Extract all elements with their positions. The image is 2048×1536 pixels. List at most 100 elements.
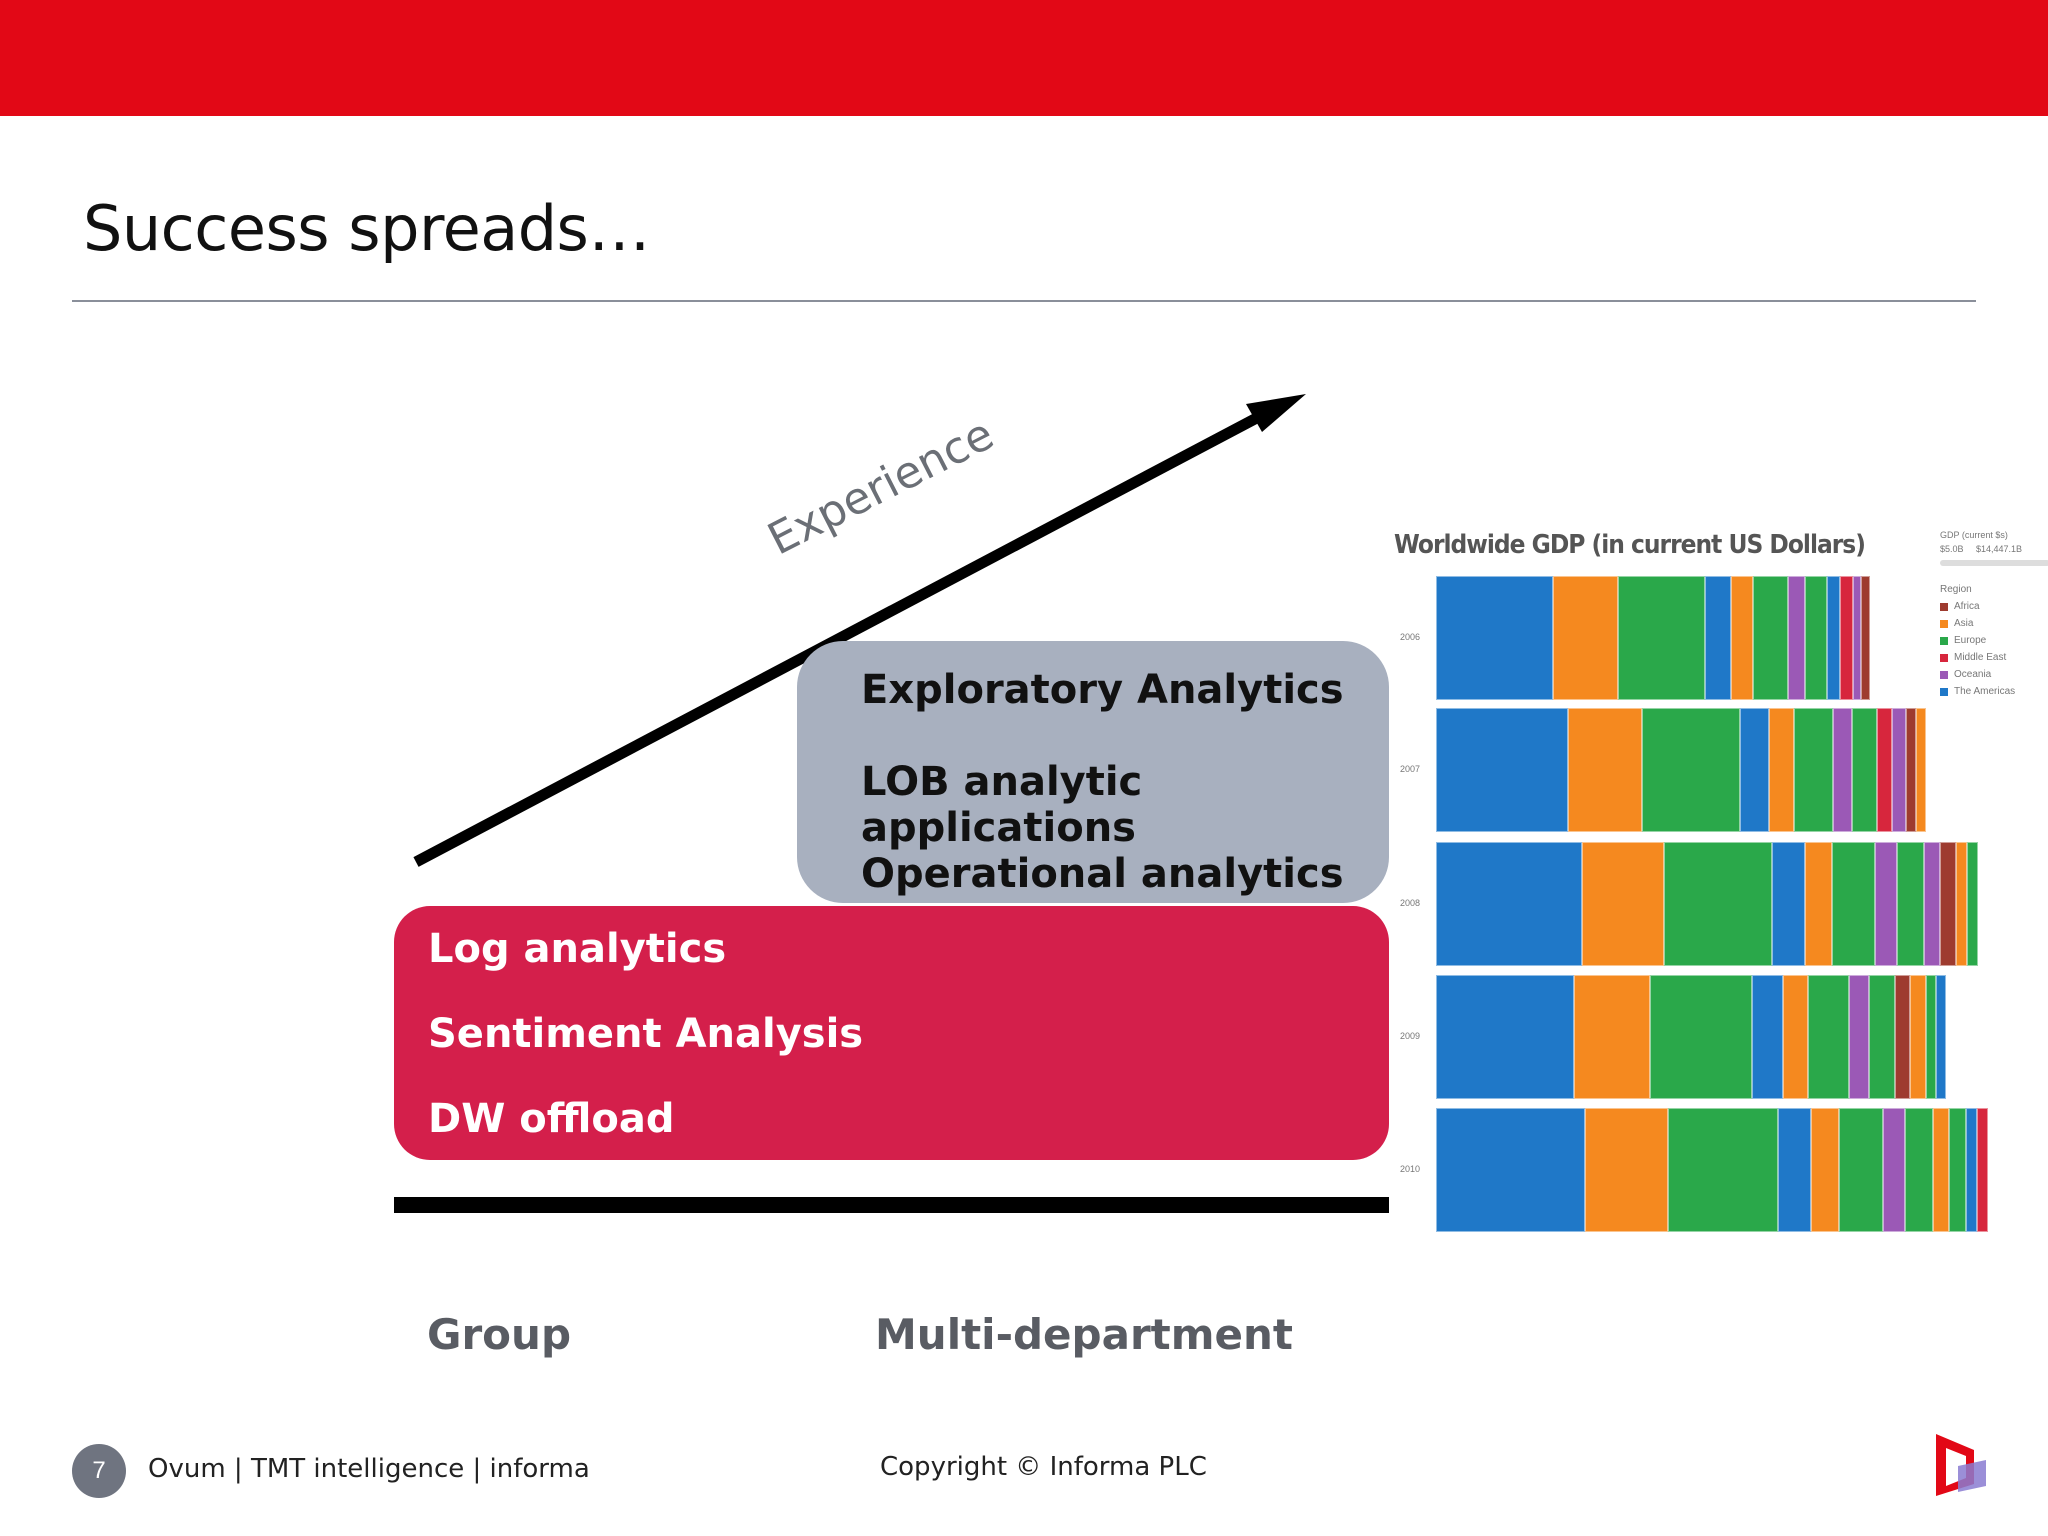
- gdp-legend: GDP (current $s) $5.0B $14,447.1B Region…: [1940, 530, 2048, 703]
- gdp-treemap-row: [1436, 975, 1946, 1099]
- block-item-dw-offload: DW offload: [428, 1096, 675, 1142]
- gdp-treemap-cell: [1916, 708, 1926, 832]
- gdp-treemap-cell: [1667, 1108, 1779, 1232]
- block-item-log: Log analytics: [428, 926, 727, 972]
- gdp-treemap-cell: [1935, 975, 1946, 1099]
- gdp-treemap-cell: [1896, 842, 1924, 966]
- gdp-treemap-cell: [1436, 576, 1554, 700]
- gdp-treemap-cell: [1891, 708, 1907, 832]
- legend-label: Europe: [1954, 635, 1987, 646]
- gdp-treemap-cell: [1739, 708, 1770, 832]
- multi-department-block: Exploratory Analytics LOB analytic appli…: [797, 641, 1389, 903]
- gdp-treemap-cell: [1752, 975, 1783, 1099]
- gdp-treemap-row: [1436, 1108, 1988, 1232]
- gdp-treemap-cell: [1894, 975, 1911, 1099]
- block-item-operational: Operational analytics: [861, 851, 1344, 897]
- gdp-treemap-cell: [1436, 842, 1583, 966]
- gdp-treemap-cell: [1811, 1108, 1839, 1232]
- gdp-treemap-cell: [1874, 842, 1897, 966]
- gdp-treemap-row: [1436, 708, 1926, 832]
- gdp-treemap-cell: [1769, 708, 1794, 832]
- legend-swatch: [1940, 636, 1948, 645]
- legend-label: Middle East: [1954, 652, 2007, 663]
- gdp-treemap-cell: [1852, 576, 1862, 700]
- gdp-treemap-cell: [1839, 576, 1853, 700]
- gdp-treemap-cell: [1436, 1108, 1586, 1232]
- block-item-lob: LOB analytic applications: [861, 759, 1143, 851]
- gdp-treemap-cell: [1826, 576, 1840, 700]
- gdp-treemap-cell: [1641, 708, 1740, 832]
- gdp-treemap-cell: [1831, 842, 1875, 966]
- gdp-treemap-cell: [1772, 842, 1805, 966]
- axis-label-multi-department: Multi-department: [875, 1310, 1293, 1359]
- gdp-treemap-cell: [1883, 1108, 1906, 1232]
- gdp-year-label: 2010: [1400, 1164, 1421, 1174]
- gdp-treemap-cell: [1906, 708, 1917, 832]
- gdp-title: Worldwide GDP (in current US Dollars): [1394, 530, 1866, 560]
- gdp-treemap-cell: [1585, 1108, 1668, 1232]
- gdp-treemap-cell: [1650, 975, 1753, 1099]
- legend-item: Middle East: [1940, 652, 2048, 663]
- legend-item: Europe: [1940, 635, 2048, 646]
- gdp-treemap-cell: [1852, 708, 1877, 832]
- gdp-treemap-cell: [1787, 576, 1805, 700]
- legend-swatch: [1940, 619, 1948, 628]
- gdp-treemap-cell: [1573, 975, 1651, 1099]
- gdp-treemap-cell: [1832, 708, 1853, 832]
- axis-label-group: Group: [427, 1310, 572, 1359]
- legend-label: Africa: [1954, 601, 1980, 612]
- gdp-treemap-cell: [1793, 708, 1833, 832]
- legend-label: Oceania: [1954, 669, 1992, 680]
- gdp-treemap-cell: [1861, 576, 1870, 700]
- gdp-treemap-row: [1436, 576, 1870, 700]
- top-banner: [0, 0, 2048, 116]
- group-block: Log analytics Sentiment Analysis DW offl…: [394, 906, 1389, 1160]
- slide-title: Success spreads…: [83, 192, 650, 265]
- gdp-treemap-cell: [1925, 975, 1936, 1099]
- block-item-sentiment: Sentiment Analysis: [428, 1011, 864, 1057]
- gdp-year-label: 2008: [1400, 898, 1421, 908]
- gdp-treemap-cell: [1553, 576, 1619, 700]
- gdp-treemap-cell: [1731, 576, 1753, 700]
- gdp-treemap-cell: [1976, 1108, 1988, 1232]
- legend-swatch: [1940, 602, 1948, 611]
- gdp-treemap-cell: [1582, 842, 1664, 966]
- baseline-bar: [394, 1197, 1389, 1213]
- gdp-treemap-cell: [1618, 576, 1706, 700]
- gdp-treemap-cell: [1568, 708, 1642, 832]
- gdp-treemap-cell: [1910, 975, 1926, 1099]
- gdp-treemap-cell: [1436, 708, 1569, 832]
- gdp-treemap-image: Worldwide GDP (in current US Dollars) 20…: [1390, 520, 2048, 1240]
- gdp-year-label: 2006: [1400, 632, 1421, 642]
- block-item-exploratory: Exploratory Analytics: [861, 667, 1344, 713]
- gdp-treemap-cell: [1940, 842, 1957, 966]
- legend-label: Asia: [1954, 618, 1974, 629]
- gdp-treemap-cell: [1956, 842, 1968, 966]
- gdp-treemap-cell: [1705, 576, 1732, 700]
- gdp-treemap-cell: [1838, 1108, 1884, 1232]
- gdp-treemap-cell: [1752, 576, 1788, 700]
- legend-swatch: [1940, 687, 1948, 696]
- legend-item: The Americas: [1940, 686, 2048, 697]
- gdp-treemap-cell: [1965, 1108, 1977, 1232]
- informa-logo-icon: [1936, 1434, 1986, 1496]
- footer-brand: Ovum | TMT intelligence | informa: [148, 1454, 590, 1484]
- legend-item: Africa: [1940, 601, 2048, 612]
- legend-label: The Americas: [1954, 686, 2016, 697]
- title-divider: [72, 300, 1976, 302]
- legend-item: Oceania: [1940, 669, 2048, 680]
- gdp-year-label: 2007: [1400, 764, 1421, 774]
- gdp-treemap-cell: [1905, 1108, 1933, 1232]
- gdp-treemap-cell: [1804, 576, 1827, 700]
- gdp-treemap-cell: [1923, 842, 1940, 966]
- gdp-treemap-cell: [1663, 842, 1773, 966]
- legend-swatch: [1940, 653, 1948, 662]
- legend-swatch: [1940, 670, 1948, 679]
- gdp-treemap-cell: [1808, 975, 1850, 1099]
- gdp-treemap-cell: [1932, 1108, 1950, 1232]
- legend-title: Region: [1940, 584, 1972, 595]
- legend-item: Asia: [1940, 618, 2048, 629]
- gdp-treemap-cell: [1876, 708, 1892, 832]
- gdp-treemap-cell: [1849, 975, 1870, 1099]
